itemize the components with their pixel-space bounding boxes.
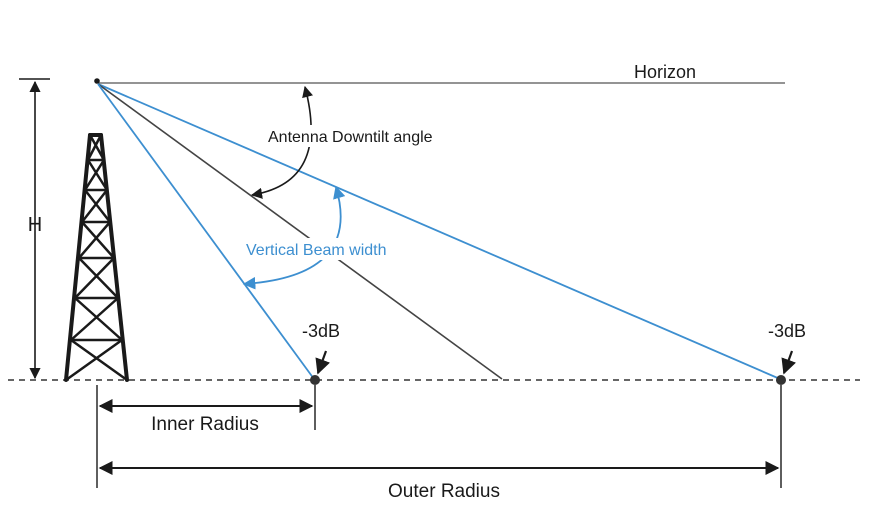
downtilt-label: Antenna Downtilt angle <box>268 129 433 146</box>
outer-radius-dimension <box>98 385 782 488</box>
inner-radius-label: Inner Radius <box>151 414 259 435</box>
beam-upper-edge <box>97 83 781 380</box>
inner-radius-dimension <box>96 385 316 488</box>
tower <box>64 133 129 382</box>
beamwidth-label: Vertical Beam width <box>246 242 387 259</box>
height-dimension <box>19 78 50 380</box>
antenna-point <box>94 78 100 84</box>
horizon-label: Horizon <box>634 62 696 82</box>
outer-radius-label: Outer Radius <box>388 481 500 502</box>
db-outer-pointer <box>781 350 796 375</box>
height-label: H <box>28 214 42 236</box>
inner-point <box>310 375 320 385</box>
beam-lower-edge <box>97 83 315 380</box>
outer-point <box>776 375 786 385</box>
db-outer-label: -3dB <box>768 321 806 341</box>
db-inner-pointer <box>315 350 330 375</box>
db-inner-label: -3dB <box>302 321 340 341</box>
